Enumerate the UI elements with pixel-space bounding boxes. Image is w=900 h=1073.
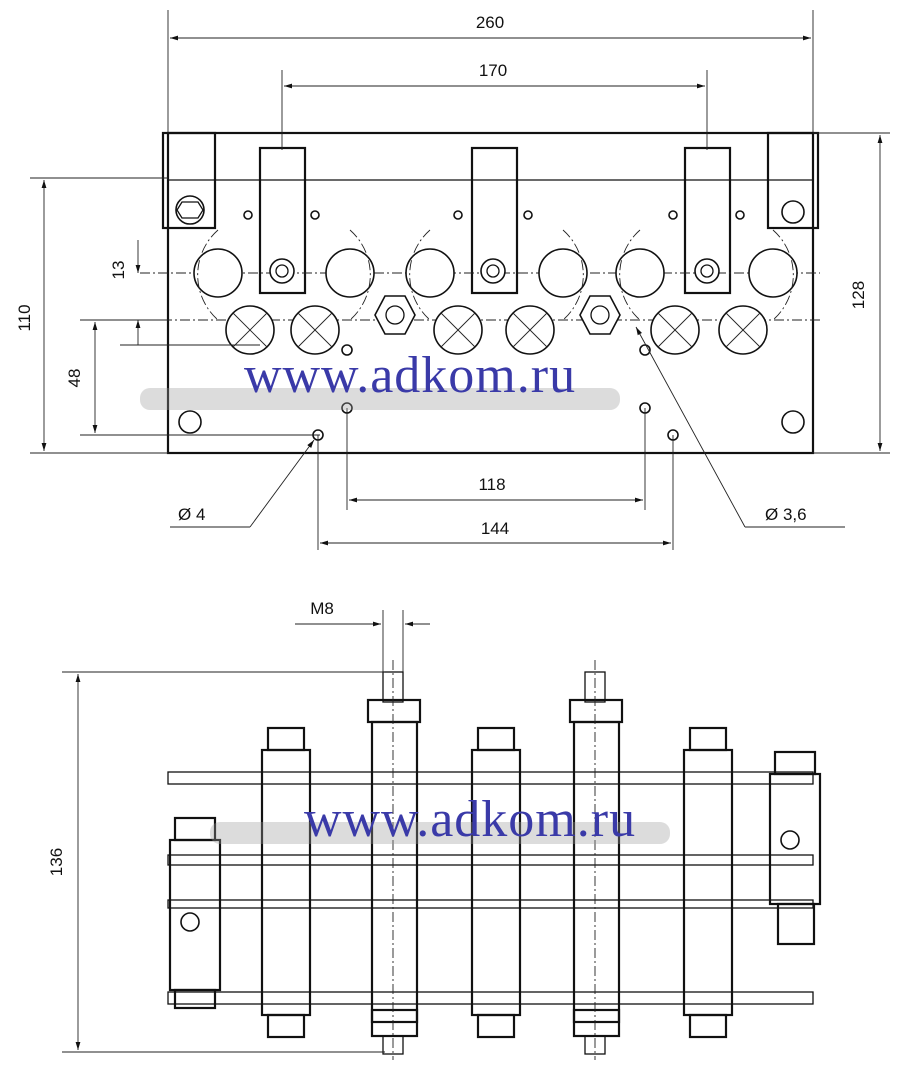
dim-label-260: 260 bbox=[476, 13, 504, 32]
watermark-bottom: www.adkom.ru bbox=[304, 791, 636, 848]
upper-hole-row bbox=[193, 248, 798, 298]
dim-label-136: 136 bbox=[47, 848, 66, 876]
terminal-post-left bbox=[366, 660, 422, 1060]
thread-label-m8: M8 bbox=[310, 599, 334, 618]
small-mounting-holes bbox=[243, 210, 745, 441]
centerline-arcs bbox=[197, 229, 794, 321]
top-view: 260 170 128 110 13 48 118 bbox=[15, 10, 890, 550]
dim-label-48: 48 bbox=[65, 369, 84, 388]
top-plate-outline bbox=[166, 131, 815, 455]
dim-label-110: 110 bbox=[15, 304, 34, 331]
dim-label-13: 13 bbox=[109, 261, 128, 280]
watermark-group: www.adkom.ru www.adkom.ru bbox=[140, 347, 670, 848]
side-right-clamp bbox=[768, 750, 822, 946]
dim-label-170: 170 bbox=[479, 61, 507, 80]
side-bar-left bbox=[260, 726, 312, 1039]
contact-bar-right bbox=[683, 146, 732, 295]
side-top-rail bbox=[167, 771, 814, 785]
bar-nuts bbox=[269, 258, 720, 284]
contact-bar-left bbox=[258, 146, 307, 295]
lower-hole-row bbox=[225, 305, 768, 355]
terminal-hex-nuts bbox=[374, 295, 621, 335]
right-end-bracket bbox=[766, 131, 820, 230]
side-left-clamp bbox=[168, 816, 222, 1010]
side-bar-center bbox=[470, 726, 522, 1039]
left-end-bracket bbox=[161, 131, 217, 230]
side-mid-rail bbox=[167, 899, 814, 909]
side-bar-right bbox=[682, 726, 734, 1039]
dim-label-144: 144 bbox=[481, 519, 509, 538]
side-bottom-rail bbox=[167, 991, 814, 1005]
watermark-top: www.adkom.ru bbox=[244, 347, 576, 404]
dia-label-4: Ø 4 bbox=[178, 505, 205, 524]
side-view: M8 136 bbox=[47, 599, 822, 1060]
corner-mounting-holes bbox=[175, 195, 805, 434]
dia-label-3-6: Ø 3,6 bbox=[765, 505, 807, 524]
dim-label-128: 128 bbox=[849, 281, 868, 309]
dim-label-118: 118 bbox=[478, 475, 505, 494]
side-upper-rail bbox=[167, 854, 814, 866]
contact-bar-center bbox=[470, 146, 519, 295]
terminal-post-right bbox=[568, 660, 624, 1060]
